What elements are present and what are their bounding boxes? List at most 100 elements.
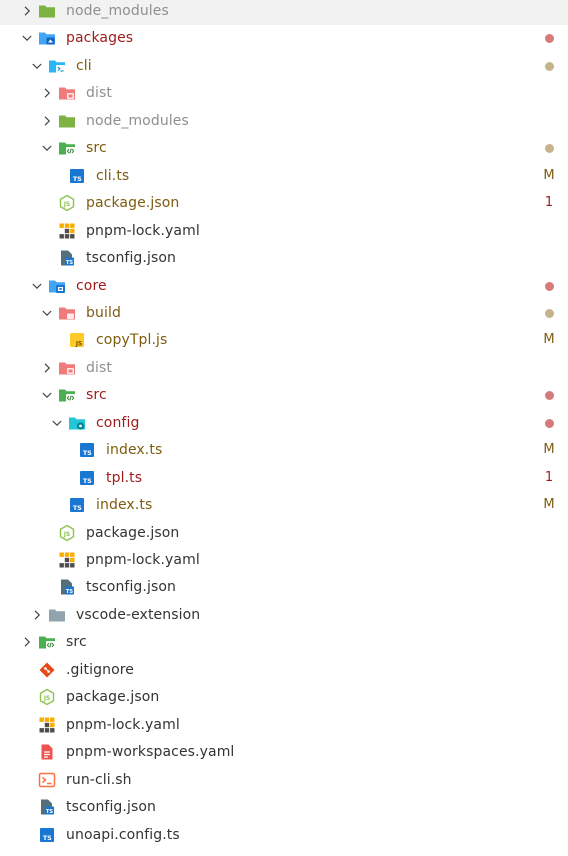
chevron-right-icon[interactable]	[20, 635, 34, 649]
tree-item-label: package.json	[86, 524, 180, 541]
tree-item-label: packages	[66, 30, 134, 47]
tree-folder-row[interactable]: node_modules	[0, 0, 568, 25]
folder-src-open-icon	[58, 139, 76, 157]
chevron-right-icon[interactable]	[40, 361, 54, 375]
tree-item-label: src	[86, 140, 107, 157]
chevron-right-icon[interactable]	[40, 114, 54, 128]
tree-item-label: tsconfig.json	[66, 799, 156, 816]
svg-text:JS: JS	[63, 532, 70, 538]
tree-folder-row[interactable]: vscode-extension	[0, 602, 568, 629]
tree-folder-row[interactable]: config	[0, 410, 568, 437]
chevron-down-icon[interactable]	[40, 141, 54, 155]
tree-item-label: vscode-extension	[76, 606, 201, 623]
pnpm-file-icon	[58, 551, 76, 569]
tree-item-label: tsconfig.json	[86, 579, 176, 596]
folder-green-icon	[38, 2, 56, 20]
tree-file-row[interactable]: pnpm-workspaces.yaml	[0, 739, 568, 766]
tree-folder-row[interactable]: src	[0, 135, 568, 162]
tree-item-label: pnpm-lock.yaml	[86, 552, 200, 568]
tree-item-label: cli.ts	[96, 167, 130, 184]
chevron-down-icon[interactable]	[30, 59, 44, 73]
folder-config-open-icon	[68, 414, 86, 432]
tree-item-label: build	[86, 304, 121, 321]
tree-item-label: index.ts	[96, 497, 153, 514]
tree-folder-row[interactable]: packages	[0, 25, 568, 52]
tree-item-label: tsconfig.json	[86, 250, 176, 267]
tree-file-row[interactable]: JS package.json	[0, 520, 568, 547]
tree-item-label: index.ts	[106, 442, 163, 459]
shell-file-icon	[38, 771, 56, 789]
ts-file-icon: TS	[78, 441, 96, 459]
chevron-down-icon[interactable]	[50, 416, 64, 430]
pnpm-file-icon	[38, 716, 56, 734]
nodejs-file-icon: JS	[58, 524, 76, 542]
tsconfig-file-icon: TS	[58, 578, 76, 596]
svg-text:TS: TS	[73, 504, 82, 512]
folder-blue-open-icon	[38, 29, 56, 47]
git-status-dot	[545, 61, 554, 71]
svg-text:TS: TS	[43, 834, 52, 842]
tree-folder-row[interactable]: core	[0, 273, 568, 300]
folder-red-open-icon	[58, 304, 76, 322]
tree-file-row[interactable]: .gitignore	[0, 657, 568, 684]
tree-folder-row[interactable]: cli	[0, 53, 568, 80]
git-status-badge: 1	[544, 195, 554, 211]
tree-folder-row[interactable]: dist	[0, 355, 568, 382]
git-file-icon	[38, 661, 56, 679]
chevron-down-icon[interactable]	[30, 279, 44, 293]
folder-red-icon	[58, 84, 76, 102]
svg-text:TS: TS	[66, 589, 74, 595]
tree-folder-row[interactable]: node_modules	[0, 108, 568, 135]
tree-file-row[interactable]: pnpm-lock.yaml	[0, 218, 568, 245]
folder-src-open-icon	[58, 386, 76, 404]
git-status-badge: M	[543, 167, 555, 183]
chevron-right-icon[interactable]	[30, 608, 44, 622]
git-status-dot	[545, 391, 554, 401]
tree-item-label: tpl.ts	[106, 469, 143, 486]
svg-text:JS: JS	[75, 342, 82, 348]
tree-file-row[interactable]: TS tsconfig.json	[0, 574, 568, 601]
chevron-down-icon[interactable]	[40, 306, 54, 320]
folder-src-icon	[38, 633, 56, 651]
chevron-down-icon[interactable]	[40, 388, 54, 402]
tree-file-row[interactable]: TS tsconfig.json	[0, 245, 568, 272]
ts-file-icon: TS	[68, 496, 86, 514]
tree-folder-row[interactable]: src	[0, 629, 568, 656]
chevron-down-icon[interactable]	[20, 31, 34, 45]
chevron-right-icon[interactable]	[40, 86, 54, 100]
tree-item-label: package.json	[86, 195, 180, 212]
folder-red-icon	[58, 359, 76, 377]
git-status-badge: M	[543, 497, 555, 513]
tree-file-row[interactable]: TS index.ts M	[0, 437, 568, 464]
tree-item-label: cli	[76, 57, 92, 74]
ts-file-icon: TS	[78, 469, 96, 487]
git-status-badge: M	[543, 442, 555, 458]
tree-file-row[interactable]: run-cli.sh	[0, 767, 568, 794]
chevron-right-icon[interactable]	[20, 4, 34, 18]
tree-item-label: dist	[86, 85, 112, 102]
tree-folder-row[interactable]: dist	[0, 80, 568, 107]
git-status-badge: M	[543, 332, 555, 348]
tree-file-row[interactable]: pnpm-lock.yaml	[0, 547, 568, 574]
tree-item-label: node_modules	[86, 112, 189, 129]
tree-folder-row[interactable]: src	[0, 382, 568, 409]
tree-folder-row[interactable]: build	[0, 300, 568, 327]
svg-text:TS: TS	[83, 477, 92, 485]
tree-item-label: package.json	[66, 689, 160, 706]
tree-item-label: .gitignore	[66, 661, 134, 678]
git-status-dot	[545, 418, 554, 428]
tree-file-row[interactable]: pnpm-lock.yaml	[0, 712, 568, 739]
yaml-file-icon	[38, 743, 56, 761]
tree-item-label: core	[76, 277, 107, 294]
git-status-dot	[545, 281, 554, 291]
tsconfig-file-icon: TS	[58, 249, 76, 267]
tree-file-row[interactable]: TS index.ts M	[0, 492, 568, 519]
